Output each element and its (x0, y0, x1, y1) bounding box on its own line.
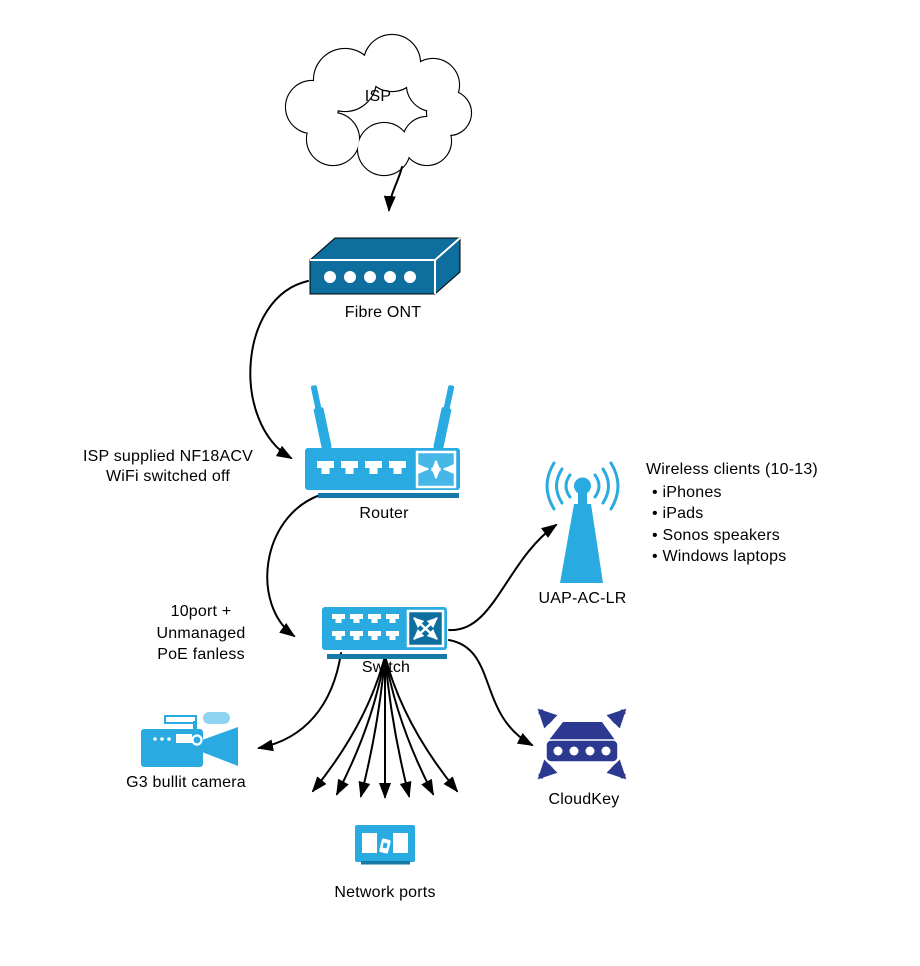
edge-ont-to-router (249, 280, 309, 460)
edge-router-to-switch (266, 494, 321, 638)
edge-switch-to-network-ports-fan (311, 655, 459, 799)
router-underbar (318, 493, 459, 498)
cloudkey-node (537, 708, 627, 780)
router-antenna-left (310, 385, 332, 450)
camera-lens-hood (202, 727, 238, 766)
isp-cloud-node (284, 33, 473, 177)
uap-body (560, 504, 603, 583)
switch-underbar (327, 654, 447, 659)
router-icon (415, 450, 457, 489)
wallplate-base (361, 861, 410, 865)
uap-node (545, 461, 620, 583)
switch-icon (406, 609, 445, 648)
camera-body (141, 729, 203, 767)
camera-bracket (164, 715, 197, 724)
edge-switch-to-cloudkey (448, 639, 534, 746)
camera-node (141, 712, 238, 767)
edge-isp-to-ont (383, 166, 403, 212)
ont-box (309, 237, 461, 295)
camera-details (153, 734, 203, 746)
network-ports-node (355, 825, 415, 865)
edge-switch-to-camera (257, 652, 342, 752)
ont-leds (324, 271, 416, 283)
edges (249, 166, 558, 799)
camera-top-pill (203, 712, 230, 724)
edge-switch-to-uap (448, 523, 558, 632)
fibre-ont-node (309, 237, 461, 295)
cloudkey-leds (553, 746, 611, 756)
switch-ports (332, 614, 399, 640)
cloudkey-body (545, 739, 619, 763)
wifi-waves-icon (545, 461, 620, 511)
router-ports (317, 461, 406, 474)
uap-antenna-tip (574, 477, 591, 495)
cloudkey-top (549, 722, 615, 740)
switch-node (322, 607, 447, 659)
router-node (305, 385, 460, 498)
cloudkey-arrows-icon (537, 708, 627, 780)
router-antenna-right (433, 385, 455, 450)
cloud-outline (284, 33, 473, 177)
plug-icon (379, 838, 391, 854)
uap-mast (578, 492, 587, 508)
